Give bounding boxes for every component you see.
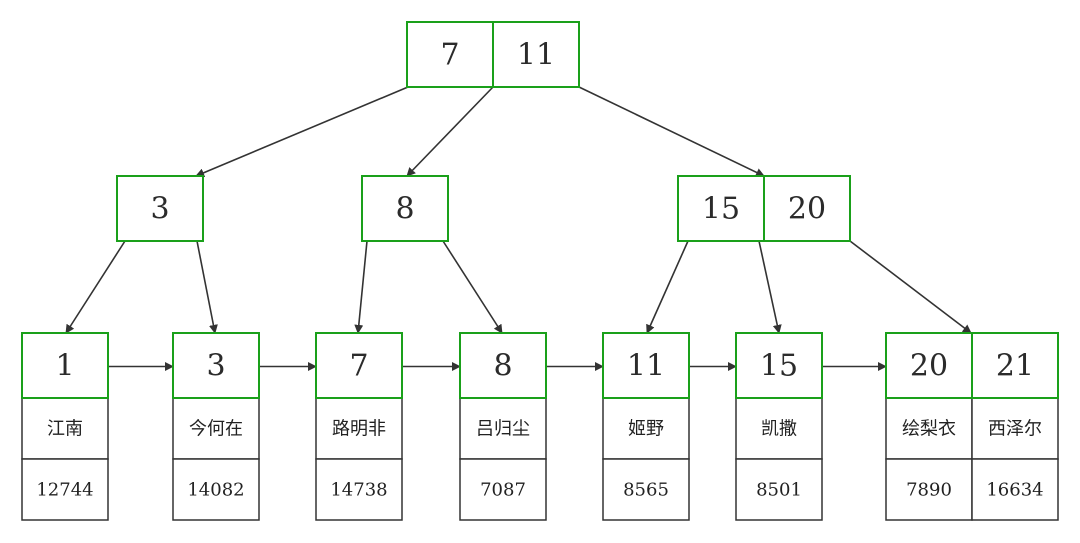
leaf-node: 凯撒 8501 15 (735, 332, 823, 521)
leaf-name-label: 西泽尔 (988, 419, 1042, 440)
internal-key-label: 8 (395, 192, 414, 227)
leaf-value-cell (735, 458, 823, 521)
leaf-node: 江南 12744 1 (21, 332, 109, 521)
leaf-value-cell (459, 458, 547, 521)
edges-layer (65, 86, 972, 371)
internal-key-cell (763, 175, 851, 242)
leaf-node: 姬野 8565 11 (602, 332, 690, 521)
leaf-value-cell (315, 458, 403, 521)
leaf-name-cell (315, 397, 403, 460)
internal-key-cell (677, 175, 765, 242)
leaf-key-label: 7 (349, 349, 368, 384)
tree-edge (354, 240, 368, 334)
leaf-value-label: 8501 (756, 480, 802, 501)
leaf-name-cell (459, 397, 547, 460)
internal-node: 8 (361, 175, 449, 242)
root-key-label: 11 (517, 38, 555, 73)
leaf-value-label: 16634 (986, 480, 1043, 501)
leaf-node: 路明非 14738 7 (315, 332, 403, 521)
leaf-value-label: 14082 (187, 480, 244, 501)
leaf-key-cell (971, 332, 1059, 399)
leaf-node: 吕归尘 7087 8 (459, 332, 547, 521)
leaf-name-label: 路明非 (332, 419, 386, 440)
leaf-name-cell (602, 397, 690, 460)
leaf-key-label: 3 (206, 349, 225, 384)
leaf-value-label: 8565 (623, 480, 669, 501)
leaf-value-cell (21, 458, 109, 521)
leaf-node: 今何在 14082 3 (172, 332, 260, 521)
leaf-key-cell (459, 332, 547, 399)
leaf-name-label: 绘梨衣 (902, 419, 956, 440)
leaf-value-cell (971, 458, 1059, 521)
tree-edge (195, 86, 409, 178)
internal-key-cell (116, 175, 204, 242)
leaf-key-cell (21, 332, 109, 399)
tree-edge (406, 86, 494, 177)
leaf-name-label: 吕归尘 (476, 419, 530, 440)
leaf-name-cell (172, 397, 260, 460)
tree-edge (65, 240, 126, 334)
leaf-value-cell (602, 458, 690, 521)
leaf-value-label: 7087 (480, 480, 526, 501)
leaf-name-label: 姬野 (628, 419, 664, 440)
leaf-key-cell (735, 332, 823, 399)
leaf-key-label: 8 (493, 349, 512, 384)
tree-edge (849, 240, 972, 334)
leaf-key-label: 20 (910, 349, 948, 384)
leaf-value-label: 14738 (330, 480, 387, 501)
leaf-key-label: 21 (996, 349, 1034, 384)
tree-edge (758, 240, 782, 334)
tree-edge (442, 240, 503, 334)
root-key-cell (492, 21, 580, 88)
internal-key-label: 15 (702, 192, 740, 227)
leaf-key-label: 1 (55, 349, 74, 384)
leaf-name-label: 凯撒 (761, 419, 797, 440)
leaf-value-cell (885, 458, 973, 521)
tree-edge (646, 240, 689, 334)
root-key-label: 7 (440, 38, 459, 73)
tree-edge (578, 86, 765, 177)
internal-node: 3 (116, 175, 204, 242)
leaf-key-label: 11 (627, 349, 665, 384)
tree-edge (196, 240, 218, 334)
leaf-name-label: 今何在 (189, 419, 243, 440)
leaf-value-label: 7890 (906, 480, 952, 501)
root-node: 7 11 (406, 21, 580, 88)
internal-key-label: 3 (150, 192, 169, 227)
leaf-key-cell (602, 332, 690, 399)
leaf-name-label: 江南 (47, 419, 83, 440)
leaf-value-cell (172, 458, 260, 521)
leaf-key-cell (172, 332, 260, 399)
internal-key-label: 20 (788, 192, 826, 227)
leaf-node: 绘梨衣 7890 西泽尔 16634 20 21 (885, 332, 1059, 521)
internal-key-cell (361, 175, 449, 242)
root-key-cell (406, 21, 494, 88)
leaf-value-label: 12744 (36, 480, 93, 501)
leaf-key-cell (315, 332, 403, 399)
leaf-key-label: 15 (760, 349, 798, 384)
